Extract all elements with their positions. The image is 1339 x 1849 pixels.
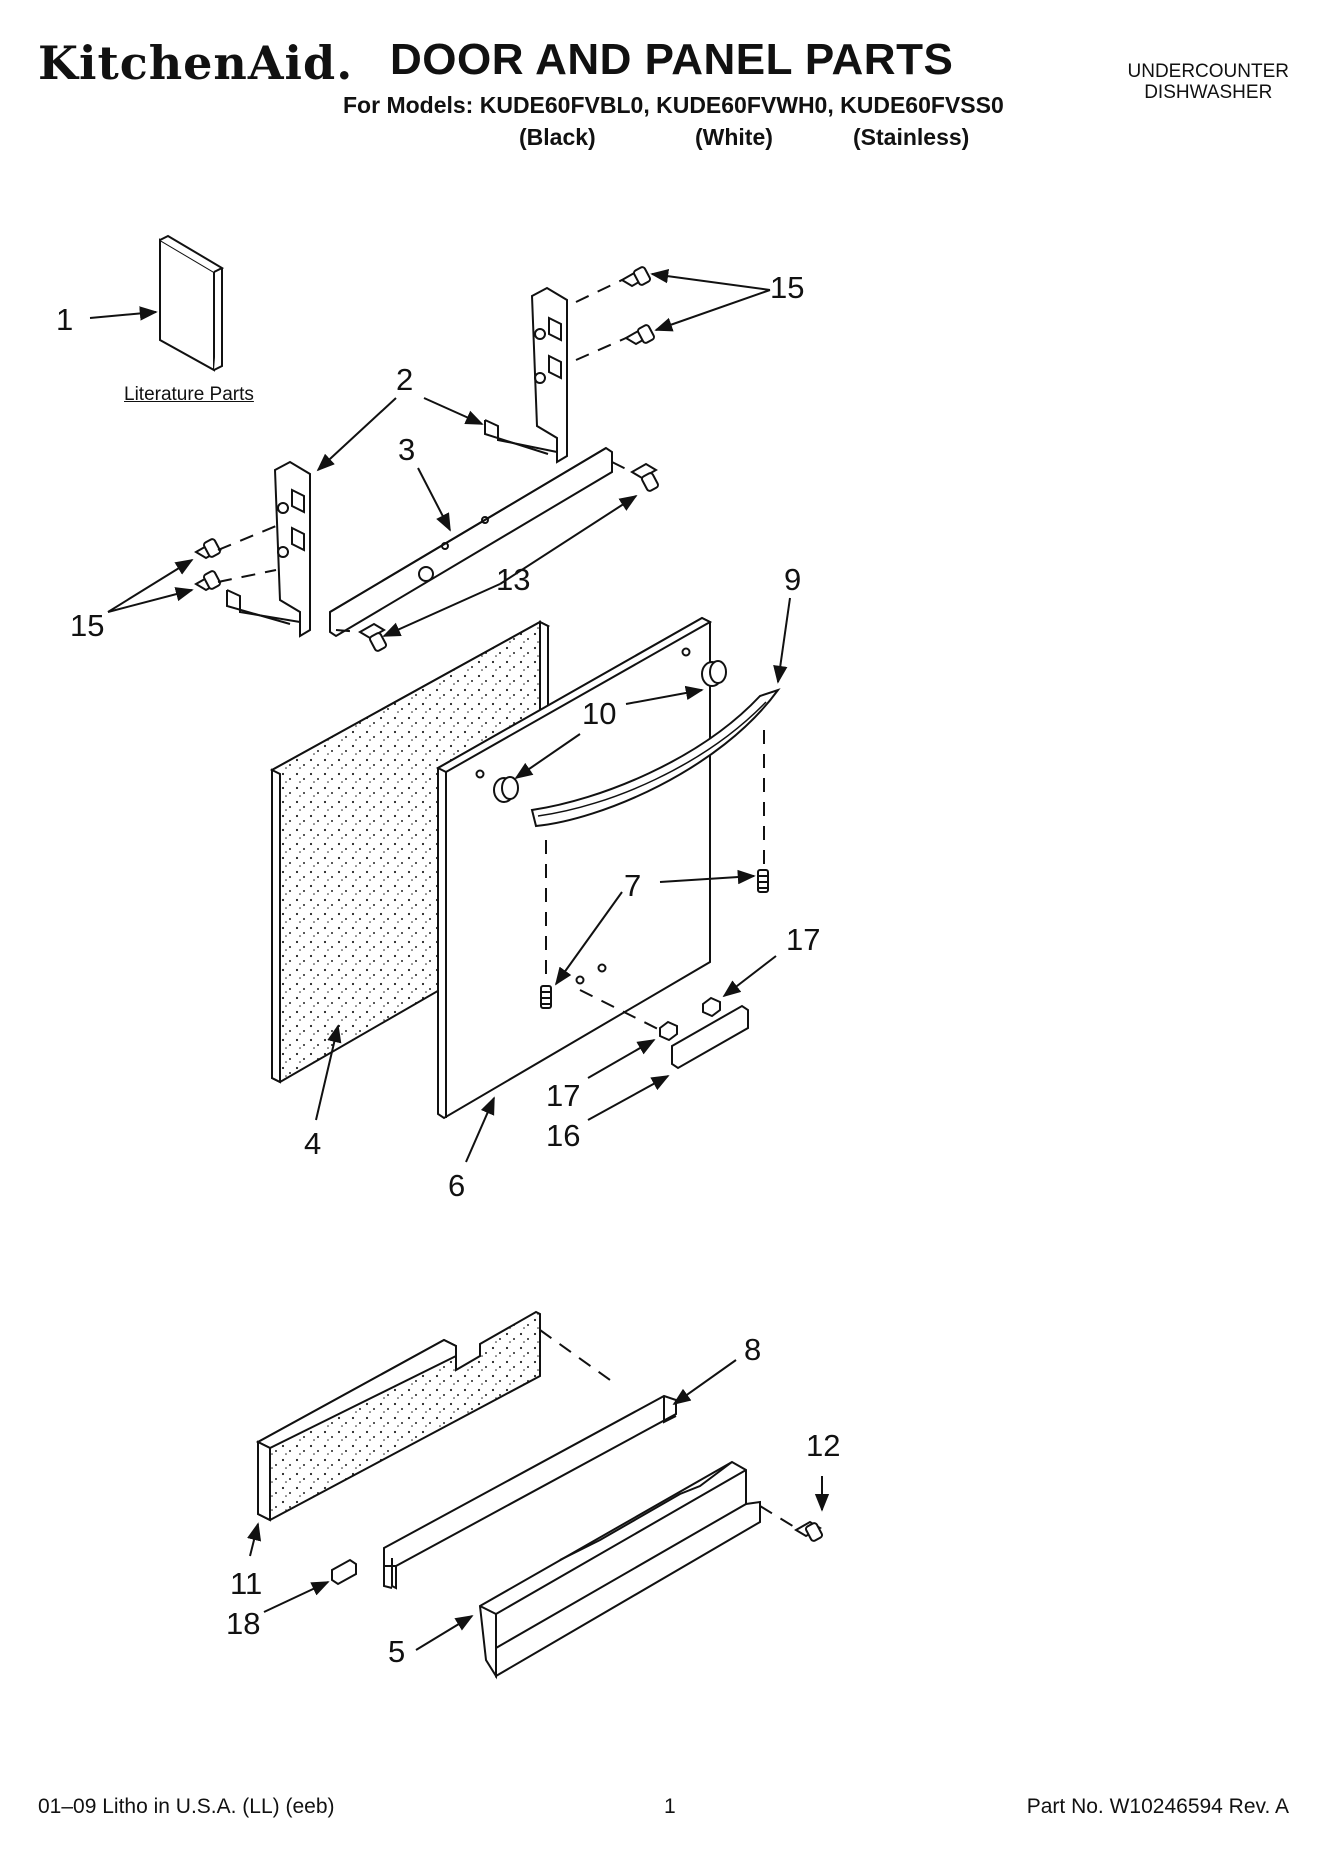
assembly-lines [217, 279, 797, 1529]
callout-1: 1 [56, 302, 74, 337]
callout-8: 8 [744, 1332, 762, 1367]
callout-5: 5 [388, 1634, 406, 1669]
callout-9: 9 [784, 562, 802, 597]
literature-booklet [159, 234, 225, 372]
callout-12: 12 [806, 1428, 841, 1463]
handle-screw-right [757, 869, 769, 893]
variant-white: (White) [695, 124, 773, 150]
variant-black: (Black) [519, 124, 596, 150]
screw-15-upper-a [620, 266, 651, 288]
toe-panel-screw [794, 1520, 823, 1542]
screw-15-lower-b [194, 570, 222, 592]
callout-16: 16 [546, 1118, 581, 1153]
part-number: Part No. W10246594 Rev. A [1026, 1795, 1289, 1818]
litho-note: 01–09 Litho in U.S.A. (LL) (eeb) [38, 1795, 335, 1818]
screw-15-lower-a [194, 538, 222, 560]
door-panel [435, 616, 713, 1120]
callout-3: 3 [398, 432, 416, 467]
callout-11: 11 [230, 1566, 263, 1601]
nut-17-upper [702, 996, 721, 1018]
door-handle [530, 688, 781, 828]
leader-arrows [89, 269, 830, 1651]
callout-13: 13 [496, 562, 531, 597]
brand-logo: KitchenAid. [38, 36, 354, 90]
toe-panel-insulation [255, 1310, 541, 1522]
handle-bushing-left [493, 776, 519, 803]
callout-2: 2 [396, 362, 414, 397]
callout-6: 6 [448, 1168, 466, 1203]
door-channel [329, 446, 613, 638]
models-line: For Models: KUDE60FVBL0, KUDE60FVWH0, KU… [343, 92, 1004, 118]
callout-7: 7 [624, 868, 642, 903]
category-line-2: DISHWASHER [1144, 81, 1273, 103]
callout-4: 4 [304, 1126, 322, 1161]
category-line-1: UNDERCOUNTER [1127, 61, 1290, 82]
callout-15-lower: 15 [70, 608, 105, 643]
toe-panel [478, 1460, 761, 1680]
screw-15-upper-b [624, 324, 655, 346]
callout-15-upper: 15 [770, 270, 805, 305]
hinge-bracket-left [226, 460, 311, 638]
handle-bushing-right [701, 660, 727, 687]
door-badge [671, 1004, 749, 1070]
callout-10: 10 [582, 696, 617, 731]
callout-17-upper: 17 [786, 922, 821, 957]
callout-18: 18 [226, 1606, 261, 1641]
product-category: UNDERCOUNTER DISHWASHER [1127, 61, 1290, 104]
trim-clip [331, 1558, 357, 1586]
hinge-bracket-right [484, 286, 568, 464]
variant-stainless: (Stainless) [853, 124, 970, 150]
handle-screw-left [540, 985, 552, 1009]
screw-13-right [630, 462, 659, 492]
page-title: DOOR AND PANEL PARTS [390, 35, 954, 84]
toe-trim-strip [383, 1394, 677, 1590]
nut-17-lower [659, 1020, 678, 1042]
screw-13-left [358, 622, 387, 652]
literature-parts-label: Literature Parts [124, 384, 254, 405]
page-number: 1 [664, 1795, 676, 1818]
callout-17-lower: 17 [546, 1078, 581, 1113]
